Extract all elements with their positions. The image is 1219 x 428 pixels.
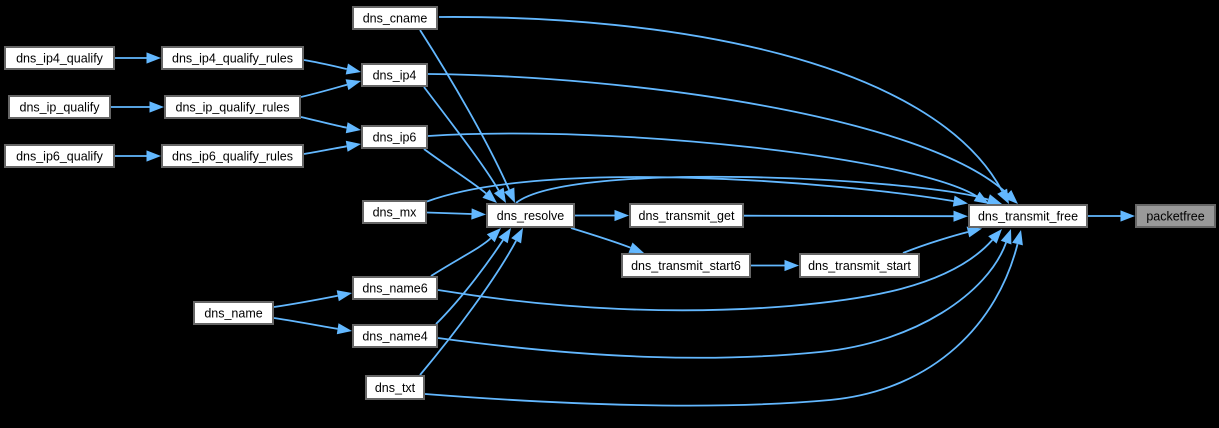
svg-text:dns_name4: dns_name4 bbox=[362, 329, 427, 343]
svg-text:dns_name6: dns_name6 bbox=[362, 281, 427, 295]
svg-text:packetfree: packetfree bbox=[1146, 209, 1204, 223]
svg-text:dns_resolve: dns_resolve bbox=[497, 209, 564, 223]
svg-text:dns_ip6: dns_ip6 bbox=[373, 130, 417, 144]
svg-text:dns_ip4: dns_ip4 bbox=[373, 68, 417, 82]
svg-text:dns_mx: dns_mx bbox=[373, 205, 418, 219]
svg-text:dns_ip4_qualify_rules: dns_ip4_qualify_rules bbox=[172, 51, 293, 65]
svg-text:dns_transmit_start6: dns_transmit_start6 bbox=[631, 259, 741, 273]
svg-text:dns_ip6_qualify: dns_ip6_qualify bbox=[16, 149, 104, 163]
svg-text:dns_ip6_qualify_rules: dns_ip6_qualify_rules bbox=[172, 149, 293, 163]
svg-text:dns_ip4_qualify: dns_ip4_qualify bbox=[16, 51, 104, 65]
svg-text:dns_transmit_start: dns_transmit_start bbox=[808, 259, 911, 273]
svg-text:dns_cname: dns_cname bbox=[363, 11, 428, 25]
svg-text:dns_ip_qualify: dns_ip_qualify bbox=[20, 100, 101, 114]
svg-text:dns_txt: dns_txt bbox=[375, 381, 416, 395]
svg-text:dns_name: dns_name bbox=[204, 306, 262, 320]
svg-text:dns_transmit_free: dns_transmit_free bbox=[978, 209, 1078, 223]
svg-text:dns_ip_qualify_rules: dns_ip_qualify_rules bbox=[176, 100, 290, 114]
svg-text:dns_transmit_get: dns_transmit_get bbox=[639, 209, 735, 223]
